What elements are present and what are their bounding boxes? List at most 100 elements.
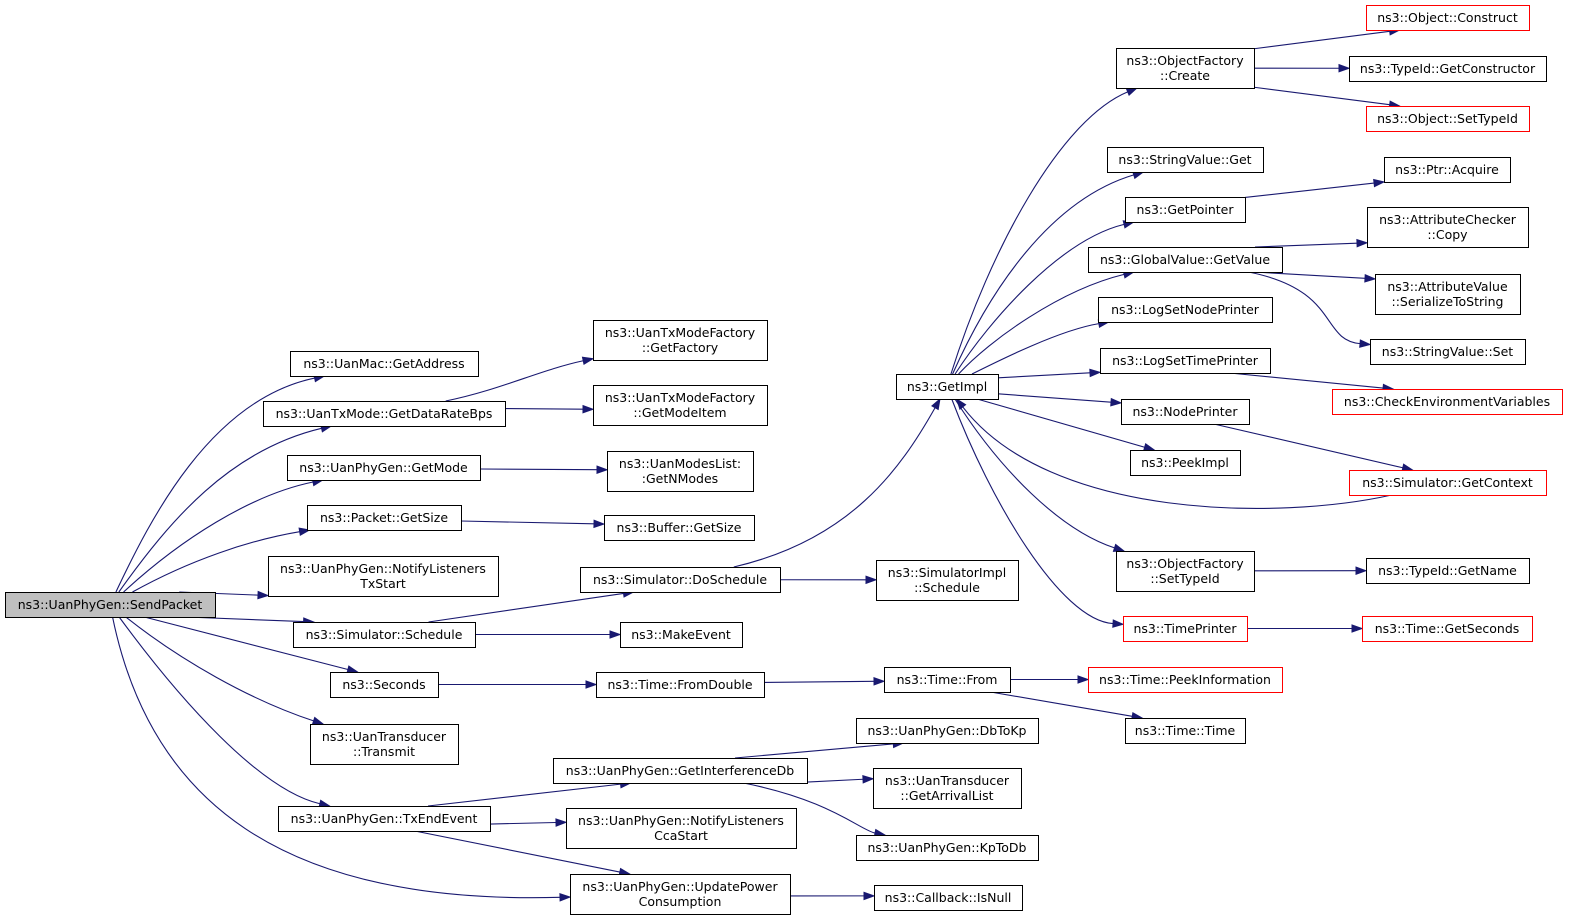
node-simimpl-schedule[interactable]: ns3::SimulatorImpl::Schedule	[876, 560, 1019, 601]
node-box	[1362, 616, 1533, 642]
node-label: ns3::UanPhyGen::DbToKp	[868, 723, 1027, 738]
node-sim-schedule[interactable]: ns3::Simulator::Schedule	[293, 622, 476, 648]
node-box	[553, 758, 808, 784]
node-typeid-getname[interactable]: ns3::TypeId::GetName	[1366, 558, 1530, 584]
node-getcontext[interactable]: ns3::Simulator::GetContext	[1349, 470, 1547, 496]
node-label: ns3::ObjectFactory	[1126, 556, 1244, 571]
node-serializetostring[interactable]: ns3::AttributeValue::SerializeToString	[1375, 274, 1521, 315]
node-box	[1366, 5, 1530, 31]
node-of-create[interactable]: ns3::ObjectFactory::Create	[1116, 48, 1255, 89]
edge-arrowhead	[555, 818, 568, 827]
node-stringvalue-set[interactable]: ns3::StringValue::Set	[1370, 339, 1526, 365]
node-label: Consumption	[639, 894, 722, 909]
node-box	[896, 374, 999, 400]
node-box	[307, 505, 462, 531]
call-nodes: ns3::UanPhyGen::SendPacket ns3::UanMac::G…	[5, 5, 1563, 915]
edge-sim-schedule-to-makeevent	[475, 630, 622, 639]
edge-arrowhead	[593, 519, 606, 529]
node-seconds[interactable]: ns3::Seconds	[330, 672, 439, 698]
node-getfactory[interactable]: ns3::UanTxModeFactory::GetFactory	[593, 320, 768, 361]
edge-line	[479, 468, 598, 471]
node-time-time[interactable]: ns3::Time::Time	[1125, 718, 1246, 744]
node-timeprinter[interactable]: ns3::TimePrinter	[1123, 616, 1248, 642]
node-logsettimeprinter[interactable]: ns3::LogSetTimePrinter	[1100, 348, 1271, 374]
node-txendevent[interactable]: ns3::UanPhyGen::TxEndEvent	[278, 806, 491, 832]
edge-line	[1253, 30, 1390, 50]
edge-arrowhead	[1359, 339, 1372, 348]
edge-line	[954, 398, 1115, 549]
node-of-settypeid[interactable]: ns3::ObjectFactory::SetTypeId	[1116, 551, 1255, 592]
node-fromdouble[interactable]: ns3::Time::FromDouble	[596, 672, 765, 698]
edge-line	[954, 223, 1125, 375]
node-box	[1088, 247, 1283, 273]
node-box	[1375, 274, 1521, 315]
node-getmode[interactable]: ns3::UanPhyGen::GetMode	[287, 455, 481, 481]
node-box	[1332, 389, 1563, 415]
edge-sendpacket-to-updatepower	[112, 616, 572, 902]
node-peekinformation[interactable]: ns3::Time::PeekInformation	[1088, 667, 1283, 693]
node-isnull[interactable]: ns3::Callback::IsNull	[874, 885, 1023, 911]
node-getconstructor[interactable]: ns3::TypeId::GetConstructor	[1349, 56, 1547, 82]
edge-getimpl-to-of-settypeid	[954, 398, 1126, 552]
node-checkenv[interactable]: ns3::CheckEnvironmentVariables	[1332, 389, 1563, 415]
node-box	[1116, 48, 1255, 89]
node-label: ::Transmit	[353, 744, 415, 759]
node-ptr-acquire[interactable]: ns3::Ptr::Acquire	[1384, 157, 1511, 183]
node-buffer-getsize[interactable]: ns3::Buffer::GetSize	[604, 515, 755, 541]
edge-arrowhead	[1112, 543, 1126, 552]
node-label: ns3::PeekImpl	[1141, 455, 1229, 470]
node-label: ns3::UanPhyGen::GetInterferenceDb	[566, 763, 794, 778]
node-getaddress[interactable]: ns3::UanMac::GetAddress	[290, 351, 479, 377]
node-getnmodes[interactable]: ns3::UanModesList::GetNModes	[607, 451, 754, 492]
node-box	[268, 556, 499, 597]
node-label: ns3::GetImpl	[907, 379, 987, 394]
node-time-from[interactable]: ns3::Time::From	[884, 667, 1011, 693]
node-packet-getsize[interactable]: ns3::Packet::GetSize	[307, 505, 462, 531]
edge-arrowhead	[581, 356, 595, 366]
edge-arrowhead	[596, 465, 609, 474]
edge-arrowhead	[955, 397, 967, 410]
node-time-getseconds[interactable]: ns3::Time::GetSeconds	[1362, 616, 1533, 642]
edge-arrowhead	[873, 677, 886, 686]
node-makeevent[interactable]: ns3::MakeEvent	[620, 622, 743, 648]
edge-arrowhead	[298, 527, 312, 536]
node-checker-copy[interactable]: ns3::AttributeChecker::Copy	[1367, 207, 1529, 248]
node-label: ns3::UanTxMode::GetDataRateBps	[276, 406, 493, 421]
node-peekimpl[interactable]: ns3::PeekImpl	[1130, 450, 1241, 476]
node-getimpl[interactable]: ns3::GetImpl	[896, 374, 999, 400]
node-box	[1366, 106, 1530, 132]
node-getmodeitem[interactable]: ns3::UanTxModeFactory::GetModeItem	[593, 385, 768, 426]
node-doschedule[interactable]: ns3::Simulator::DoSchedule	[580, 567, 781, 593]
node-label: ns3::UanTxModeFactory	[605, 390, 756, 405]
node-label: ns3::CheckEnvironmentVariables	[1344, 394, 1550, 409]
node-gv-getvalue[interactable]: ns3::GlobalValue::GetValue	[1088, 247, 1283, 273]
edge-arrowhead	[585, 680, 598, 689]
node-label: ns3::Time::From	[897, 672, 998, 687]
node-label: ::Create	[1160, 68, 1210, 83]
node-obj-settypeid[interactable]: ns3::Object::SetTypeId	[1366, 106, 1530, 132]
edge-of-settypeid-to-typeid-getname	[1253, 566, 1368, 576]
node-transmit[interactable]: ns3::UanTransducer::Transmit	[310, 724, 459, 765]
node-getarrivallist[interactable]: ns3::UanTransducer::GetArrivalList	[873, 768, 1022, 809]
node-obj-construct[interactable]: ns3::Object::Construct	[1366, 5, 1530, 31]
node-nodeprinter[interactable]: ns3::NodePrinter	[1121, 399, 1250, 425]
node-box	[5, 592, 216, 618]
node-dbtokp[interactable]: ns3::UanPhyGen::DbToKp	[856, 718, 1039, 744]
node-logsetnodeprinter[interactable]: ns3::LogSetNodePrinter	[1098, 297, 1273, 323]
node-getpointer[interactable]: ns3::GetPointer	[1125, 197, 1246, 223]
node-getinterferencedb[interactable]: ns3::UanPhyGen::GetInterferenceDb	[553, 758, 808, 784]
node-stringvalue-get[interactable]: ns3::StringValue::Get	[1107, 147, 1264, 173]
edge-line	[950, 91, 1128, 375]
node-kptodb[interactable]: ns3::UanPhyGen::KpToDb	[856, 835, 1039, 861]
node-getdataratebps[interactable]: ns3::UanTxMode::GetDataRateBps	[263, 401, 506, 427]
edge-line	[1213, 423, 1403, 469]
node-box	[856, 835, 1039, 861]
node-sendpacket[interactable]: ns3::UanPhyGen::SendPacket	[5, 592, 216, 618]
node-label: ns3::TypeId::GetConstructor	[1360, 61, 1536, 76]
edge-line	[427, 783, 621, 807]
edge-updatepower-to-isnull	[789, 891, 876, 901]
